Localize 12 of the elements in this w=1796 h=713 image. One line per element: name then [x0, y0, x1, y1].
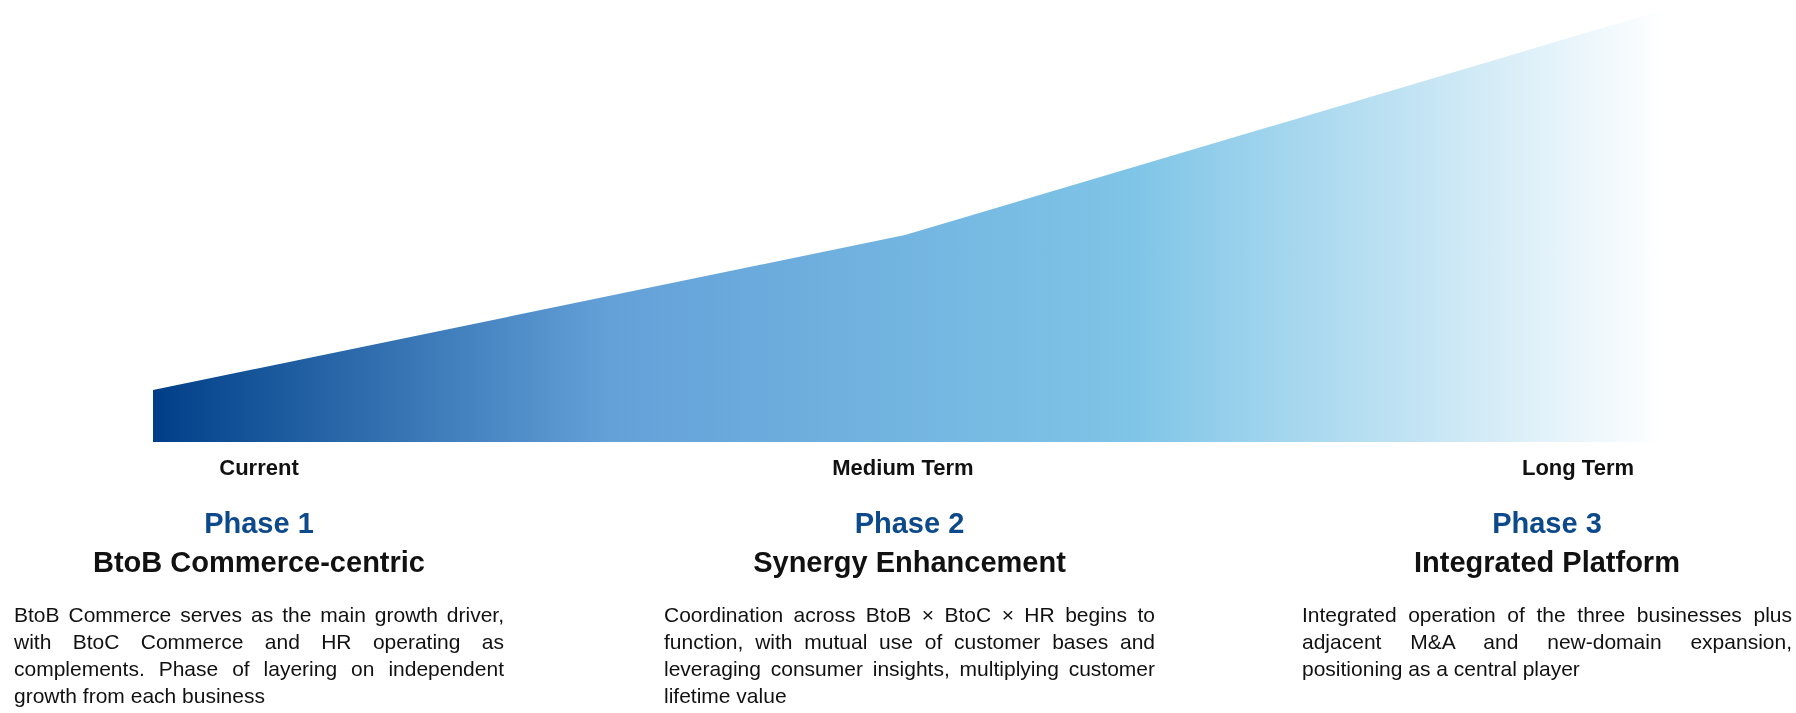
phase-description: BtoB Commerce serves as the main growth driver, with BtoC Commerce and HR operating as complements. Phase of layering on independent growth from each business	[14, 602, 504, 709]
phase-description: Integrated operation of the three businesses plus adjacent M&A and new-domain expansion, positioning as a central player	[1302, 602, 1792, 682]
phase-title: Integrated Platform	[1413, 546, 1681, 579]
timeline-label: Current	[218, 455, 300, 481]
phase-title: Synergy Enhancement	[752, 546, 1067, 579]
phase-title: BtoB Commerce-centric	[92, 546, 426, 579]
timeline-label: Medium Term	[831, 455, 975, 481]
phase-number: Phase 1	[203, 507, 315, 540]
timeline-label: Long Term	[1521, 455, 1635, 481]
phase-number: Phase 2	[853, 507, 966, 540]
phase-description: Coordination across BtoB × BtoC × HR begins to function, with mutual use of customer bases and leveraging consumer insights, multiplying customer lifetime value	[664, 602, 1155, 709]
phase-number: Phase 3	[1491, 507, 1603, 540]
